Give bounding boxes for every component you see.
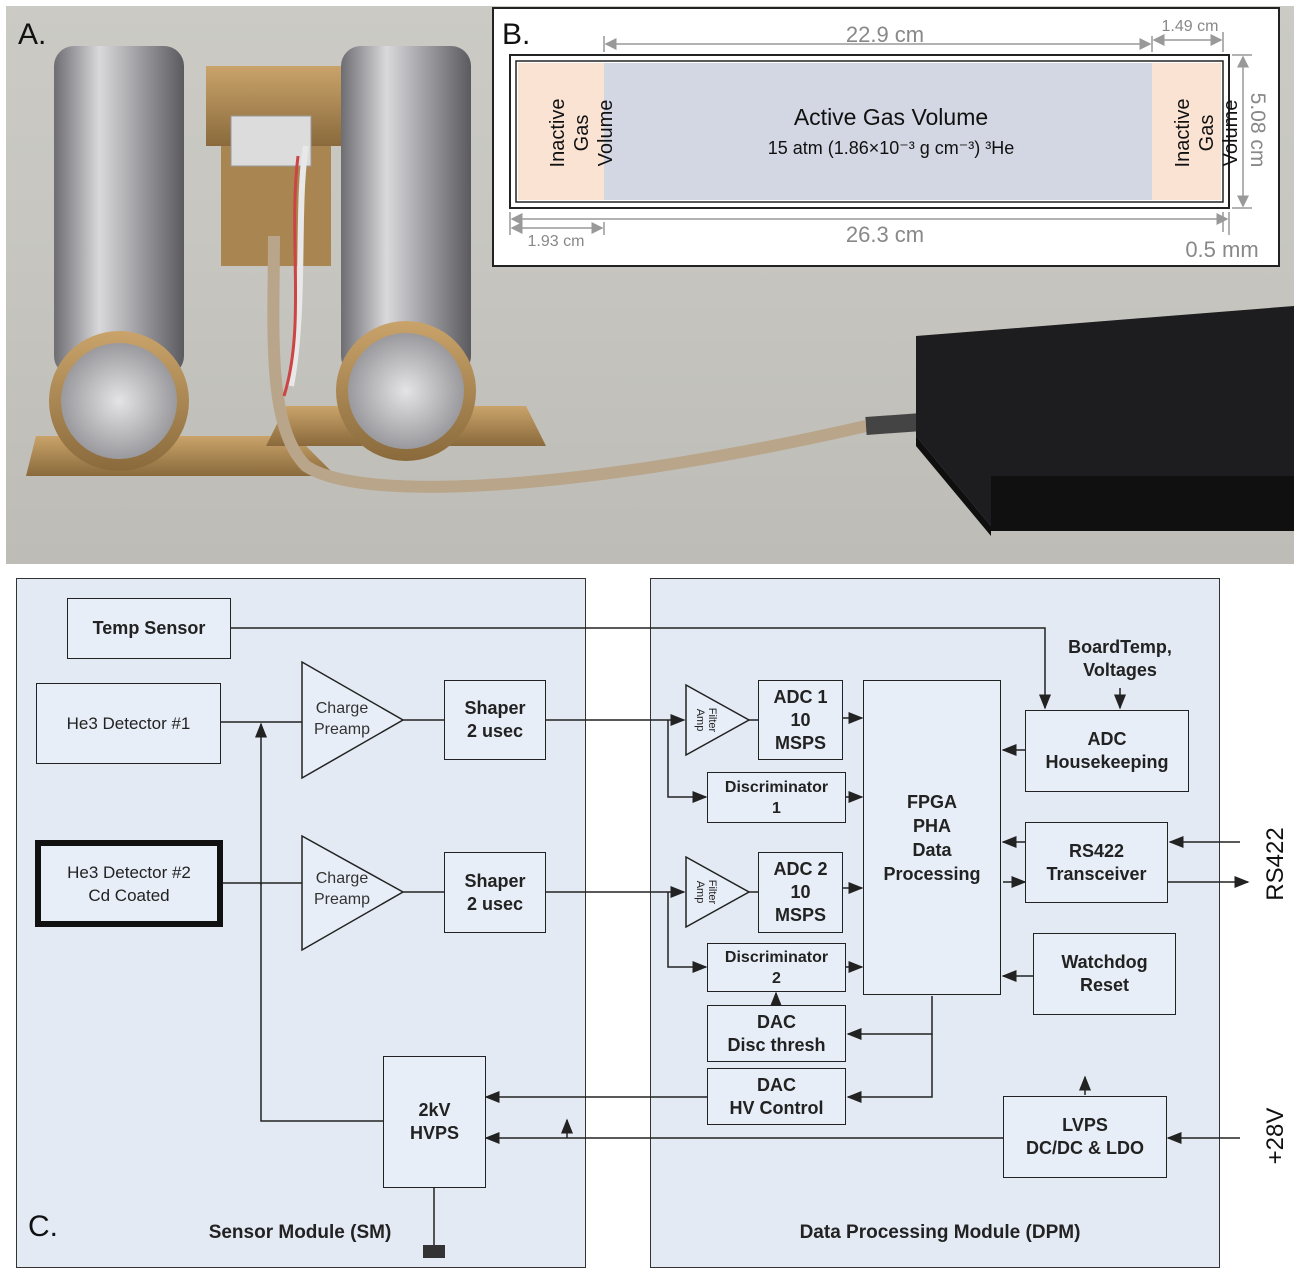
shaper-2-block: Shaper 2 usec	[444, 852, 546, 933]
hvps-block: 2kV HVPS	[383, 1056, 486, 1188]
plus28v-external-label: +28V	[1262, 1096, 1290, 1176]
dim-inactive-right: 1.49 cm	[1150, 18, 1230, 36]
inactive-gas-right-label: Inactive Gas Volume	[1171, 83, 1201, 183]
watchdog-reset-block: Watchdog Reset	[1033, 933, 1176, 1015]
discriminator-2-block: Discriminator 2	[707, 943, 846, 992]
dim-wall-thickness: 0.5 mm	[1172, 237, 1272, 263]
sensor-module-label: Sensor Module (SM)	[150, 1222, 450, 1244]
dim-inactive-left: 1.93 cm	[516, 233, 596, 251]
filter-amp-2-label: Filter Amp	[694, 870, 718, 914]
he3-detector-1-block: He3 Detector #1	[36, 683, 221, 764]
dac-hv-control-block: DAC HV Control	[707, 1068, 846, 1125]
charge-preamp-2-label: Charge Preamp	[297, 868, 387, 910]
panel-a-label: A.	[18, 18, 46, 52]
board-temp-voltages-label: BoardTemp, Voltages	[1045, 636, 1195, 682]
active-gas-subtitle: 15 atm (1.86×10⁻³ g cm⁻³) ³He	[604, 138, 1178, 159]
rs422-external-label: RS422	[1262, 824, 1290, 904]
dac-disc-thresh-block: DAC Disc thresh	[707, 1005, 846, 1062]
rs422-transceiver-block: RS422 Transceiver	[1025, 822, 1168, 903]
dim-total-length: 26.3 cm	[800, 222, 970, 248]
discriminator-1-block: Discriminator 1	[707, 772, 846, 823]
active-gas-title: Active Gas Volume	[604, 104, 1178, 131]
lvps-block: LVPS DC/DC & LDO	[1003, 1096, 1167, 1178]
dim-active-length: 22.9 cm	[800, 22, 970, 48]
panel-b-label: B.	[502, 18, 530, 52]
adc-2-block: ADC 2 10 MSPS	[758, 852, 843, 933]
charge-preamp-1-label: Charge Preamp	[297, 698, 387, 740]
adc-1-block: ADC 1 10 MSPS	[758, 680, 843, 760]
adc-housekeeping-block: ADC Housekeeping	[1025, 710, 1189, 792]
fpga-block: FPGA PHA Data Processing	[863, 680, 1001, 995]
filter-amp-1-label: Filter Amp	[694, 698, 718, 742]
dpm-label: Data Processing Module (DPM)	[740, 1222, 1140, 1244]
temp-sensor-block: Temp Sensor	[67, 598, 231, 659]
panel-c-label: C.	[28, 1210, 58, 1244]
he3-detector-2-block: He3 Detector #2 Cd Coated	[35, 840, 223, 927]
inactive-gas-left-label: Inactive Gas Volume	[546, 83, 576, 183]
shaper-1-block: Shaper 2 usec	[444, 680, 546, 760]
dim-diameter: 5.08 cm	[1245, 85, 1269, 175]
